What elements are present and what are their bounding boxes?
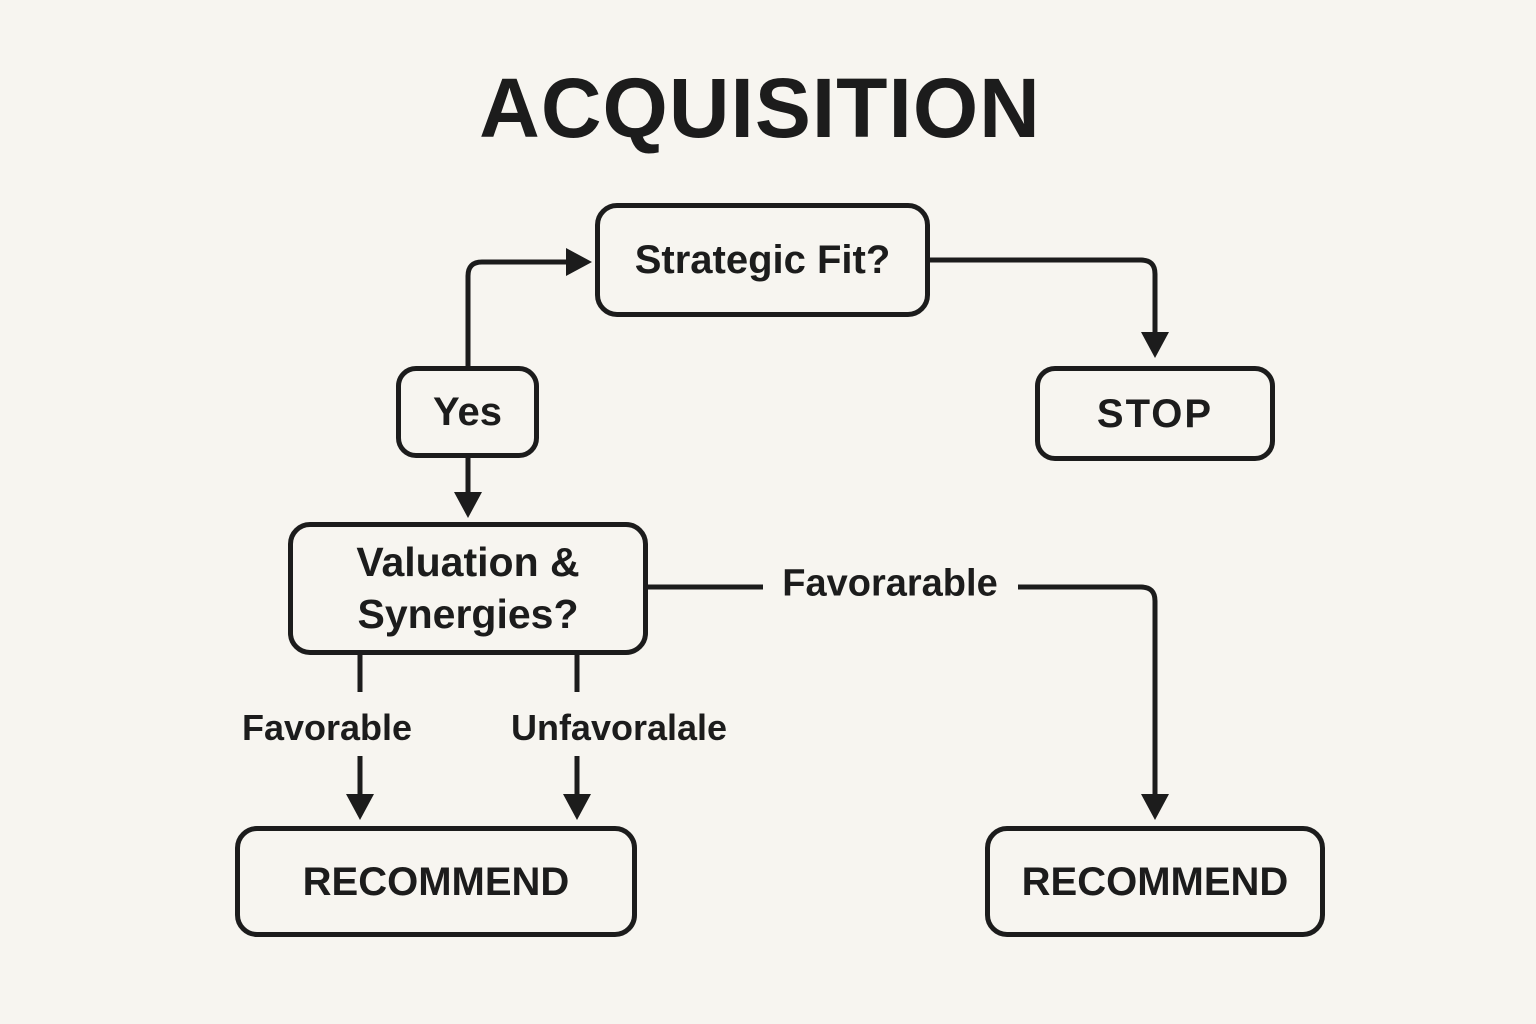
node-stop: STOP — [1035, 366, 1275, 461]
arrowhead-recommend-left-1 — [346, 794, 374, 820]
node-label: Valuation & Synergies? — [356, 539, 580, 637]
arrowhead-strategic-fit — [566, 248, 592, 276]
node-label: Strategic Fit? — [634, 238, 891, 282]
edge-yes-to-strategic-fit — [465, 259, 566, 366]
node-strategic-fit: Strategic Fit? — [595, 203, 930, 317]
arrowhead-valuation — [454, 492, 482, 518]
edge-label-unfavoralale: Unfavoralale — [510, 707, 728, 748]
page-title: ACQUISITION — [479, 61, 1041, 155]
node-label: Yes — [433, 390, 502, 434]
node-recommend-left: RECOMMEND — [235, 826, 637, 937]
edge-label-favorarable: Favorarable — [782, 562, 998, 605]
node-recommend-right: RECOMMEND — [985, 826, 1325, 937]
arrowhead-recommend-right — [1141, 794, 1169, 820]
edge-favorarable-to-recommend-right — [1018, 584, 1158, 796]
edge-strategic-fit-to-stop — [930, 257, 1158, 334]
edge-label-favorable: Favorable — [241, 707, 413, 748]
arrowhead-stop — [1141, 332, 1169, 358]
node-label: RECOMMEND — [1021, 859, 1289, 904]
node-label: STOP — [1096, 391, 1214, 436]
arrowhead-recommend-left-2 — [563, 794, 591, 820]
node-label: RECOMMEND — [302, 859, 570, 904]
node-yes: Yes — [396, 366, 539, 458]
node-valuation-synergies: Valuation & Synergies? — [288, 522, 648, 655]
